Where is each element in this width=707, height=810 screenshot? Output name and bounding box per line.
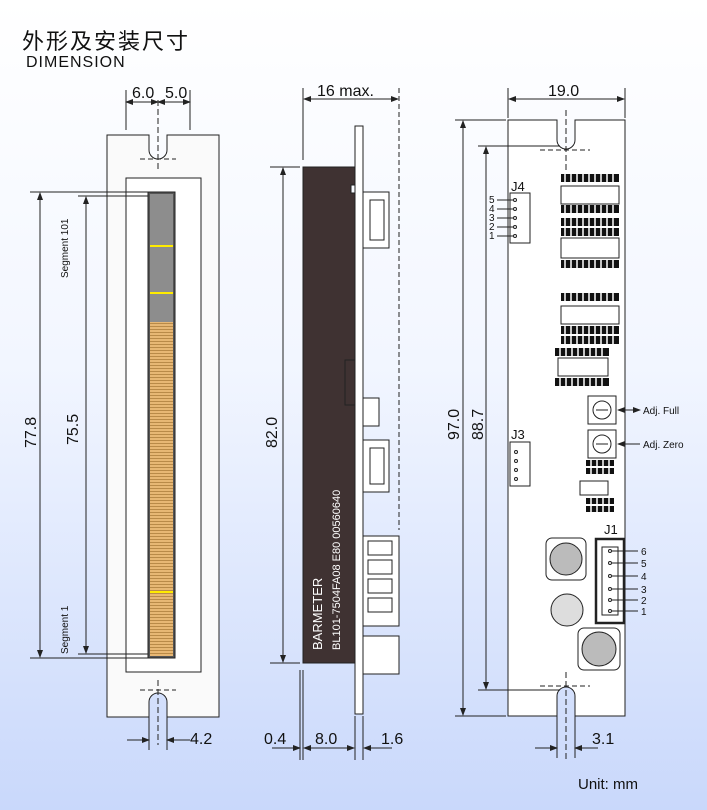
back-width-dim: 19.0: [548, 83, 579, 100]
j1-pin-label: 1: [641, 607, 647, 618]
j4-pin-labels: 5 4 3 2 1: [489, 195, 495, 242]
j1-pin-label: 5: [641, 559, 647, 570]
front-height-inner: 75.5: [65, 414, 82, 445]
j4-pin-label: 3: [489, 213, 495, 224]
adj-full-label: Adj. Full: [643, 406, 679, 417]
j1-pin-label: 2: [641, 596, 647, 607]
front-height-outer: 77.8: [23, 417, 40, 448]
front-width-right: 5.0: [165, 85, 187, 102]
housing-label-model: BL101-7504FA08 E80 00560640: [331, 490, 343, 650]
j1-pin-label: 3: [641, 585, 647, 596]
back-height-outer: 97.0: [446, 409, 463, 440]
j1-pin-label: 4: [641, 572, 647, 583]
back-height-inner: 88.7: [470, 409, 487, 440]
j1-pin-labels: 6 5 4 3 2 1: [641, 547, 647, 618]
side-bottom-dim-1: 0.4: [264, 731, 286, 748]
adj-zero-label: Adj. Zero: [643, 440, 684, 451]
title-chinese: 外形及安装尺寸: [22, 29, 191, 54]
chip-pin-gaps: [559, 174, 614, 512]
segment-bottom-label: Segment 1: [60, 605, 71, 654]
side-height-dim: 82.0: [264, 417, 281, 448]
connector-j4-label: J4: [511, 179, 525, 194]
j4-pin-label: 5: [489, 195, 495, 206]
side-view: [270, 88, 400, 760]
j1-pin-label: 6: [641, 547, 647, 558]
front-bottom-dim: 4.2: [190, 731, 212, 748]
connector-j3-label: J3: [511, 427, 525, 442]
front-width-left: 6.0: [132, 85, 154, 102]
front-view: [30, 90, 220, 750]
side-bottom-dim-2: 8.0: [315, 731, 337, 748]
segment-top-label: Segment 101: [60, 218, 71, 278]
side-width-dim: 16 max.: [317, 83, 374, 100]
chip-pins: [555, 174, 619, 512]
connector-j1-label: J1: [604, 522, 618, 537]
j4-pin-label: 4: [489, 204, 495, 215]
housing-label-brand: BARMETER: [310, 578, 325, 650]
j4-pin-label: 2: [489, 222, 495, 233]
side-bottom-dim-3: 1.6: [381, 731, 403, 748]
back-bottom-dim: 3.1: [592, 731, 614, 748]
unit-label: Unit: mm: [578, 776, 638, 793]
title-english: DIMENSION: [26, 54, 126, 71]
back-view: [455, 88, 641, 760]
j4-pin-label: 1: [489, 231, 495, 242]
